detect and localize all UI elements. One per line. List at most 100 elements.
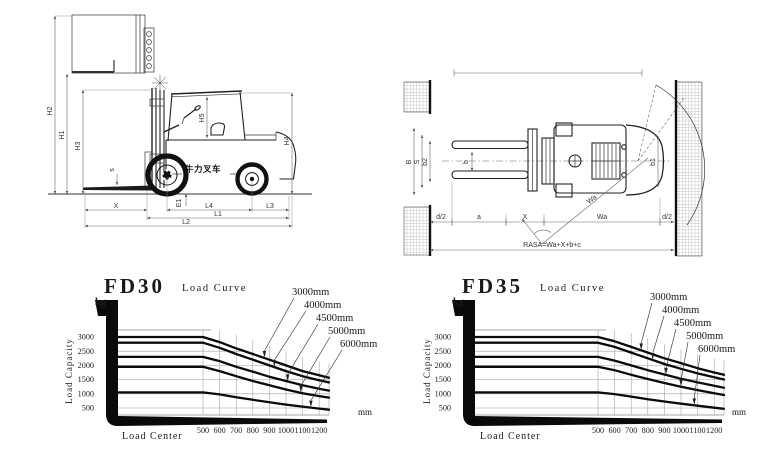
y-tick-label: 2000 [78, 361, 94, 370]
x-axis-label: Load Center [122, 431, 183, 442]
chart-subtitle: Load Curve [540, 283, 605, 294]
dim-label-wa: Wa [597, 214, 607, 221]
x-tick-label: 700 [230, 426, 242, 435]
x-tick-label: 1200 [706, 426, 722, 435]
legend-leader-arrow [272, 360, 277, 367]
x-axis-label: Load Center [480, 431, 541, 442]
legend-leader-arrow [309, 400, 313, 408]
legend-leader [300, 336, 331, 387]
y-tick-label: 500 [439, 404, 451, 413]
x-tick-label: 800 [247, 426, 259, 435]
x-tick-label: 1100 [690, 426, 706, 435]
y-tick-label: 500 [82, 404, 94, 413]
x-tick-label: 1200 [311, 426, 327, 435]
legend-entry: 6000mm [340, 339, 378, 350]
x-tick-label: 900 [658, 426, 670, 435]
legend-entry: 4500mm [674, 318, 712, 329]
dim-label-h3: H3 [75, 141, 82, 150]
truck-top-view [451, 122, 665, 198]
legend-leader [680, 341, 689, 380]
forklift-side-view-diagram: 牛力叉车 H2 H1 H [47, 14, 312, 228]
dim-label-b2: b2 [422, 158, 429, 166]
seat [210, 122, 226, 136]
x-tick-label: 1000 [673, 426, 689, 435]
y-tick-label: 3000 [78, 333, 94, 342]
dim-label-h2: H2 [47, 106, 54, 115]
y-tick-label: 2500 [435, 347, 451, 356]
steering-column [181, 105, 201, 125]
load-curve-6000mm [116, 391, 331, 411]
dim-label-h4: H4 [284, 136, 291, 145]
dim-label-x: X [114, 203, 119, 210]
chart-subtitle: Load Curve [182, 283, 247, 294]
legend-leader [264, 297, 295, 352]
y-unit-label: kg [95, 297, 106, 308]
dim-label-e1: E1 [176, 199, 183, 208]
y-tick-label: 1500 [78, 375, 94, 384]
dim-label-l4: L4 [205, 203, 213, 210]
legend-leader [274, 310, 307, 361]
x-tick-label: 1000 [278, 426, 294, 435]
y-axis-label: Load Capacity [64, 338, 74, 404]
dim-label-rasa: RASA=Wa+X+b+c [523, 242, 581, 249]
dim-label-h1: H1 [59, 130, 66, 139]
y-tick-label: 1000 [435, 389, 451, 398]
dim-label-B: B [406, 159, 413, 164]
overhead-guard [167, 90, 246, 142]
dim-label-wa-diagonal: Wa [586, 194, 598, 206]
dim-label-b1: b1 [650, 158, 657, 166]
legend-entry: 5000mm [686, 331, 724, 342]
dim-label-a: a [477, 214, 481, 221]
dim-label-S: S [414, 159, 421, 164]
dim-label-l1: L1 [214, 211, 222, 218]
dim-label-b: b [463, 160, 470, 164]
forklift-top-view-diagram: Wa B S b2 b b1 d/2 a X Wa [403, 69, 706, 257]
x-tick-label: 600 [608, 426, 620, 435]
width-dimension-lines [412, 127, 660, 196]
legend-entry: 5000mm [328, 326, 366, 337]
dim-label-l2: L2 [182, 219, 190, 226]
legend-entry: 4000mm [662, 305, 700, 316]
y-tick-label: 1000 [78, 389, 94, 398]
dim-label-h5: H5 [199, 113, 206, 122]
legend-leader-arrow [639, 343, 643, 350]
load-curve-5000mm [473, 365, 726, 397]
x-tick-label: 500 [592, 426, 604, 435]
legend-leader [287, 323, 319, 375]
x-unit-label: mm [732, 407, 747, 417]
legend-leader-arrow [285, 374, 290, 381]
load-curve-3000mm [473, 335, 726, 376]
y-unit-label: kg [453, 297, 464, 308]
load-curve-6000mm [473, 391, 726, 410]
chart-title: FD35 [462, 274, 523, 298]
legend-leader-arrow [692, 398, 696, 405]
load-curve-5000mm [116, 365, 331, 399]
legend-entry: 3000mm [292, 287, 330, 298]
aisle-dimension-lines [429, 182, 675, 252]
y-tick-label: 2000 [435, 361, 451, 370]
load-curve-4000mm [473, 341, 726, 381]
legend-leader-arrow [679, 379, 683, 387]
y-tick-label: 3000 [435, 333, 451, 342]
legend-leader-arrow [262, 351, 267, 358]
dim-label-s: s [109, 168, 116, 172]
fork-blade [83, 185, 152, 191]
legend-leader [693, 354, 701, 399]
chart-title: FD30 [104, 274, 165, 298]
legend-leader-arrow [299, 385, 303, 393]
x-tick-label: 900 [263, 426, 275, 435]
legend-leader [665, 328, 677, 368]
y-tick-label: 1500 [435, 375, 451, 384]
detail-burst [152, 75, 168, 91]
dim-label-l3: L3 [266, 203, 274, 210]
load-curve-4500mm [116, 355, 331, 392]
dimension-lines [53, 15, 294, 228]
dim-label-d2-right: d/2 [662, 214, 672, 221]
x-tick-label: 600 [213, 426, 225, 435]
legend-leader [310, 349, 343, 401]
